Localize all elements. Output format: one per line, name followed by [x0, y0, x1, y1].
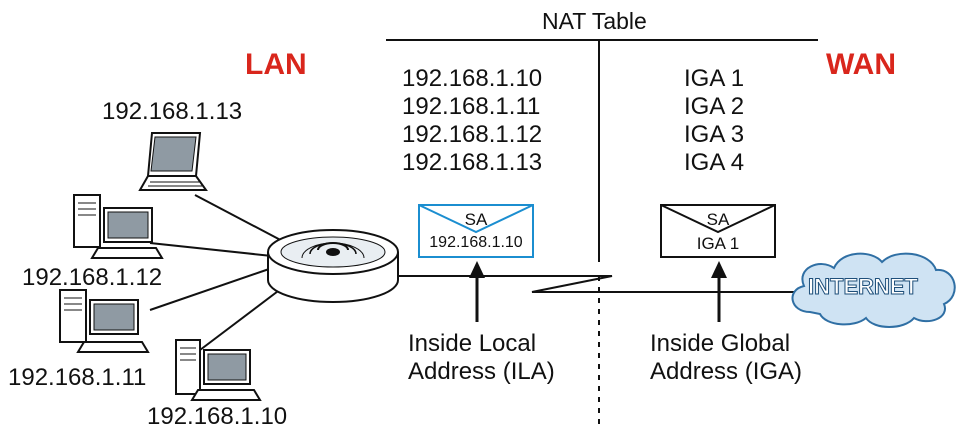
- nat-table-right-cell: IGA 1: [684, 65, 745, 92]
- ila-callout-line2: Address (ILA): [408, 358, 555, 385]
- desktop-pc-icon: [73, 194, 164, 259]
- internet-label: INTERNET: [808, 274, 919, 299]
- iga-envelope-address: IGA 1: [696, 234, 740, 253]
- nat-table-title: NAT Table: [542, 8, 647, 34]
- host-label-pc: 192.168.1.12: [22, 264, 163, 291]
- wan-label: WAN: [826, 48, 896, 81]
- lan-links: [149, 194, 291, 351]
- iga-envelope-icon: [660, 204, 776, 258]
- laptop-icon: [138, 132, 208, 191]
- iga-envelope-sa: SA: [706, 210, 730, 229]
- wan-link: [398, 275, 806, 293]
- nat-table-right-cell: IGA 3: [684, 121, 745, 148]
- nat-table-left-cell: 192.168.1.13: [402, 149, 543, 176]
- router-icon: [267, 229, 399, 303]
- ila-envelope-sa: SA: [464, 210, 488, 229]
- nat-table-left-cell: 192.168.1.12: [402, 121, 543, 148]
- nat-table-right-cell: IGA 2: [684, 93, 745, 120]
- desktop-pc-icon: [175, 339, 262, 401]
- ila-envelope-address: 192.168.1.10: [429, 234, 523, 251]
- ila-callout-line1: Inside Local: [408, 330, 537, 357]
- nat-table-left-cell: 192.168.1.10: [402, 65, 543, 92]
- desktop-pc-icon: [59, 289, 150, 353]
- iga-arrow: [711, 261, 727, 322]
- host-label-pc: 192.168.1.10: [147, 403, 288, 430]
- nat-table-right-cell: IGA 4: [684, 149, 745, 176]
- ila-arrow: [469, 261, 485, 322]
- iga-callout-line1: Inside Global: [650, 330, 791, 357]
- host-label-pc: 192.168.1.11: [8, 364, 147, 391]
- internet-cloud-icon: [791, 252, 956, 328]
- nat-table-left-cell: 192.168.1.11: [402, 93, 541, 120]
- lan-label: LAN: [245, 48, 307, 81]
- host-label-laptop: 192.168.1.13: [102, 98, 243, 125]
- ila-envelope-icon: [418, 204, 534, 258]
- iga-callout-line2: Address (IGA): [650, 358, 803, 385]
